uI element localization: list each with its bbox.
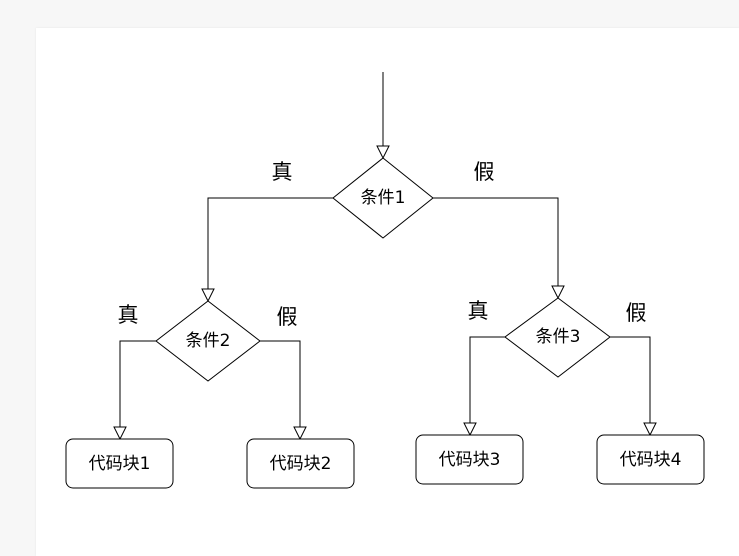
- edge-c3-true: [469, 336, 505, 423]
- edge-c1-true-arrowhead: [201, 288, 215, 303]
- edge-c2-false-arrowhead: [293, 426, 307, 441]
- edge-c1-true: [207, 197, 333, 289]
- code-block-1-node: 代码块1: [65, 438, 174, 489]
- code-block-3-label: 代码块3: [439, 450, 501, 470]
- c3-false-label: 假: [626, 301, 647, 325]
- code-block-2-box: [246, 438, 355, 489]
- edge-c3-false: [610, 336, 651, 423]
- entry-arrowhead: [376, 145, 390, 160]
- condition-1-diamond: [332, 157, 434, 239]
- condition-3-diamond: [504, 297, 611, 378]
- code-block-1-label: 代码块1: [89, 454, 151, 474]
- edge-c1-false-arrowhead: [551, 285, 565, 300]
- condition-3-label: 条件3: [536, 327, 581, 347]
- edge-c2-true-arrowhead: [113, 426, 127, 441]
- c2-false-label: 假: [277, 305, 298, 329]
- code-block-4-box: [596, 434, 705, 485]
- edge-c2-true: [119, 340, 156, 427]
- code-block-3-box: [415, 434, 524, 485]
- edge-c1-false: [433, 197, 559, 286]
- condition-2-label: 条件2: [186, 331, 231, 351]
- code-block-4-label: 代码块4: [620, 450, 682, 470]
- condition-1-node: 条件1: [332, 157, 434, 239]
- code-block-3-node: 代码块3: [415, 434, 524, 485]
- c1-false-label: 假: [474, 160, 495, 184]
- condition-3-node: 条件3: [504, 297, 611, 378]
- edge-c3-false-arrowhead: [643, 422, 657, 437]
- c3-true-label: 真: [468, 299, 489, 323]
- code-block-1-box: [65, 438, 174, 489]
- condition-2-diamond: [155, 300, 261, 382]
- code-block-2-label: 代码块2: [270, 454, 332, 474]
- edge-c3-true-arrowhead: [463, 422, 477, 437]
- edge-c2-false: [260, 340, 301, 427]
- code-block-4-node: 代码块4: [596, 434, 705, 485]
- c1-true-label: 真: [272, 160, 293, 184]
- condition-2-node: 条件2: [155, 300, 261, 382]
- condition-1-label: 条件1: [361, 188, 406, 208]
- c2-true-label: 真: [118, 303, 139, 327]
- code-block-2-node: 代码块2: [246, 438, 355, 489]
